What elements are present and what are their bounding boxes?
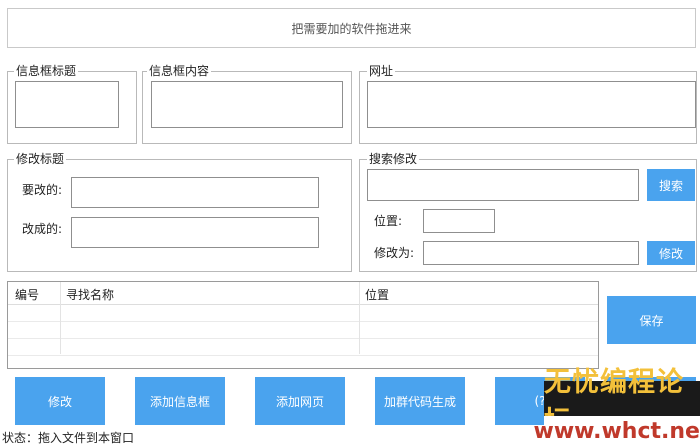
position-label: 位置:	[374, 214, 403, 228]
url-group: 网址	[359, 64, 697, 144]
position-input[interactable]	[423, 209, 495, 233]
table-row[interactable]	[8, 322, 598, 339]
from-input[interactable]	[71, 177, 319, 208]
msgbox-content-input[interactable]	[151, 81, 343, 128]
add-webpage-button[interactable]: 添加网页	[255, 377, 345, 425]
to-input[interactable]	[71, 217, 319, 248]
status-bar-text: 状态：拖入文件到本窗口	[2, 431, 135, 445]
results-table[interactable]: 编号 寻找名称 位置	[7, 281, 599, 369]
table-row[interactable]	[8, 305, 598, 322]
drop-zone[interactable]: 把需要加的软件拖进来	[7, 8, 696, 48]
save-button[interactable]: 保存	[607, 296, 696, 344]
column-header-position[interactable]: 位置	[365, 288, 390, 302]
modify-search-button[interactable]: 修改	[647, 241, 695, 265]
search-input[interactable]	[367, 169, 639, 201]
column-divider	[359, 282, 360, 354]
change-to-label: 修改为:	[374, 246, 415, 260]
search-modify-legend: 搜索修改	[367, 152, 420, 166]
msgbox-content-group: 信息框内容	[142, 64, 352, 144]
url-legend: 网址	[367, 64, 396, 78]
to-label: 改成的:	[22, 222, 63, 236]
msgbox-title-input[interactable]	[15, 81, 119, 128]
add-msgbox-button[interactable]: 添加信息框	[135, 377, 225, 425]
table-header: 编号 寻找名称 位置	[8, 282, 598, 305]
watermark-logo: 无忧编程论坛	[544, 367, 700, 437]
column-divider	[60, 282, 61, 354]
column-header-id[interactable]: 编号	[15, 288, 40, 302]
url-input[interactable]	[367, 81, 696, 128]
change-to-input[interactable]	[423, 241, 639, 265]
column-header-name[interactable]: 寻找名称	[66, 288, 115, 302]
modify-button[interactable]: 修改	[15, 377, 105, 425]
search-button[interactable]: 搜索	[647, 169, 695, 201]
msgbox-title-legend: 信息框标题	[14, 64, 79, 78]
msgbox-content-legend: 信息框内容	[147, 64, 212, 78]
from-label: 要改的:	[22, 183, 63, 197]
table-row[interactable]	[8, 339, 598, 356]
msgbox-title-group: 信息框标题	[7, 64, 137, 144]
add-group-code-button[interactable]: 加群代码生成	[375, 377, 465, 425]
search-modify-group: 搜索修改	[359, 152, 697, 272]
drop-zone-text: 把需要加的软件拖进来	[291, 21, 412, 36]
modify-title-group: 修改标题	[7, 152, 352, 272]
modify-title-legend: 修改标题	[14, 152, 67, 166]
watermark-url: www.whct.net	[534, 416, 700, 447]
